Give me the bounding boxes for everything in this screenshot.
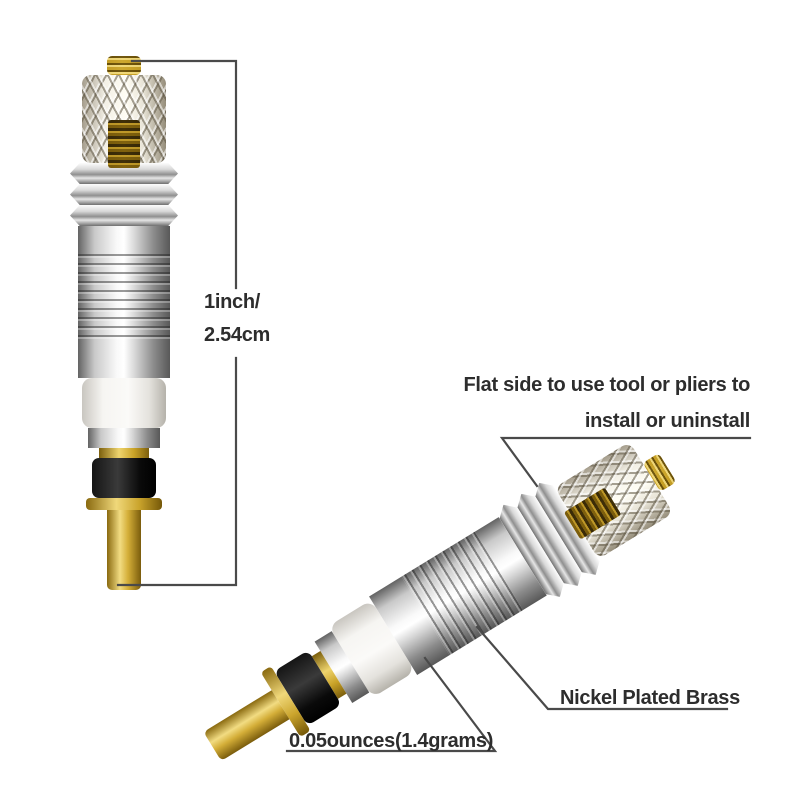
valve-body-upper	[78, 226, 170, 254]
material-label: Nickel Plated Brass	[560, 687, 740, 709]
valve-core	[69, 56, 179, 590]
valve-body-lower	[78, 340, 170, 378]
valve-upper-threads	[70, 163, 178, 226]
flat-side-label: Flat side to use tool or pliers to insta…	[464, 367, 751, 439]
dimension-value-cm: 2.54cm	[204, 324, 271, 346]
dimension-bracket-line	[116, 59, 238, 587]
weight-leader-line	[285, 656, 498, 753]
valve-body-ribs	[78, 254, 170, 340]
valve-flange	[86, 498, 162, 510]
dimension-label: 1inch/ 2.54cm	[204, 286, 270, 352]
valve-core-upright-photo	[69, 56, 179, 590]
flat-side-label-line2: install or uninstall	[584, 410, 750, 432]
valve-pin	[107, 510, 141, 590]
valve-nylon-washer	[82, 378, 166, 428]
valve-collar	[88, 428, 160, 448]
material-leader-line	[475, 625, 729, 711]
dimension-value-inches: 1inch/	[204, 291, 260, 313]
valve-knurled-nut	[82, 75, 166, 168]
valve-thread-ridge	[70, 163, 178, 184]
flat-side-leader-line	[499, 436, 752, 488]
valve-thread-ridge	[70, 205, 178, 226]
valve-stem-threads	[108, 120, 140, 168]
flat-side-label-line1: Flat side to use tool or pliers to	[463, 374, 751, 396]
valve-thread-ridge	[70, 184, 178, 205]
valve-gold-ring	[99, 448, 149, 458]
weight-label: 0.05ounces(1.4grams)	[289, 730, 494, 752]
valve-rubber-seal	[92, 458, 156, 498]
